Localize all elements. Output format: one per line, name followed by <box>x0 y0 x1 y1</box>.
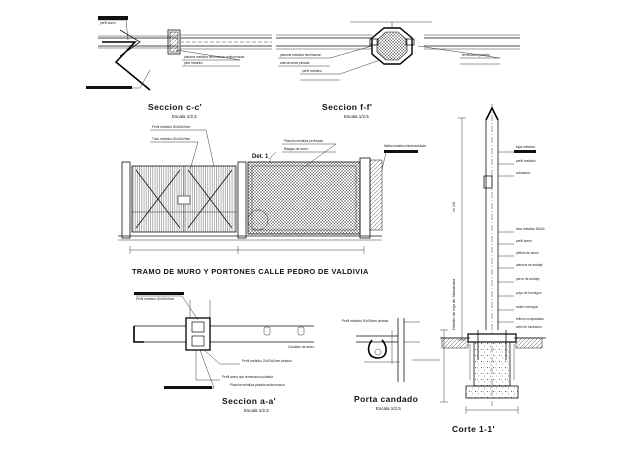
pc-callout-2: Candado de acero <box>288 345 314 349</box>
section-cc-title: Seccion c-c' <box>148 102 202 112</box>
section-aa-drawing <box>133 292 314 389</box>
aa-callout-2: Perfil metalico 20x20x2mm pintado <box>242 359 292 363</box>
elev-callout-2: Tubo metalico 40x40x2mm <box>152 137 190 141</box>
corte-callout-11: relleno compactado <box>516 317 544 321</box>
detail-label: Det. 1 <box>252 154 269 160</box>
corte-11-drawing <box>440 104 546 414</box>
ff-callout-1: plancha metalica terminacion <box>280 53 322 57</box>
ff-callout-4: terminacion pintada <box>462 53 490 57</box>
elev-callout-3: Plancha metalica perforada <box>284 139 323 143</box>
corte-callout-3: soldadura <box>516 171 530 175</box>
corte-callout-6: pletina de acero <box>516 251 539 255</box>
pc-callout-1: Perfil metalico 50x50mm pintado <box>342 319 388 323</box>
corte-callout-4: tubo metalico 50x50 <box>516 227 545 231</box>
elev-callout-1: Perfil metalico 50x50x3mm <box>152 125 191 129</box>
elevation-title: TRAMO DE MURO Y PORTONES CALLE PEDRO DE … <box>132 267 369 276</box>
section-cc-scale: Escala 1/2,5 <box>172 114 197 119</box>
gate-elevation-drawing <box>118 129 418 254</box>
porta-candado-scale: Escala 1/2,5 <box>376 406 401 411</box>
section-ff-scale: Escala 1/2,5 <box>344 114 369 119</box>
porta-candado-title: Porta candado <box>354 394 418 404</box>
aa-callout-4: Plancha metalica pintada anticorrosiva <box>230 383 285 387</box>
corte-callout-5: perfil acero <box>516 239 532 243</box>
ff-callout-2: anticorrosiva pintada <box>280 61 310 65</box>
section-ff-drawing <box>276 21 520 81</box>
section-ff-title: Seccion f-f' <box>322 102 372 112</box>
section-aa-scale: Escala 1/2,5 <box>244 408 269 413</box>
ff-callout-3: perfil metalico <box>302 69 322 73</box>
corte-callout-12: sello de fundacion <box>516 325 542 329</box>
corte-callout-2: perfil metalico <box>516 159 536 163</box>
corte-callout-10: radier hormigon <box>516 305 539 309</box>
corte-callout-9: poyo de hormigon <box>516 291 542 295</box>
corte-side-dimension: nn 1/8 <box>452 202 456 212</box>
corte-11-title: Corte 1-1' <box>452 424 495 434</box>
corte-callout-1: tapa metalica <box>516 145 535 149</box>
elev-callout-5: Malla metalica electrosoldada <box>384 144 426 148</box>
section-aa-title: Seccion a-a' <box>222 396 276 406</box>
corte-callout-8: perno de anclaje <box>516 277 540 281</box>
aa-callout-3: Perfil acero tipo terminacion pintada <box>222 375 273 379</box>
cc-callout-2: plancha metalica terminacion anticorrosi… <box>184 55 244 59</box>
corte-leader-bar <box>514 150 536 153</box>
cc-callout-1: perfil acero <box>100 21 116 25</box>
corte-vertical-label: Detalle de reja de Maestrana <box>451 278 456 330</box>
elev-callout-4: Bisagra de acero <box>284 147 308 151</box>
aa-callout-1: Perfil metalico 50x50x3mm <box>136 297 175 301</box>
section-cc-drawing <box>86 16 272 91</box>
porta-candado-drawing <box>356 318 440 382</box>
cc-callout-3: pilar metalico <box>184 61 203 65</box>
corte-callout-7: plancha de anclaje <box>516 263 543 267</box>
